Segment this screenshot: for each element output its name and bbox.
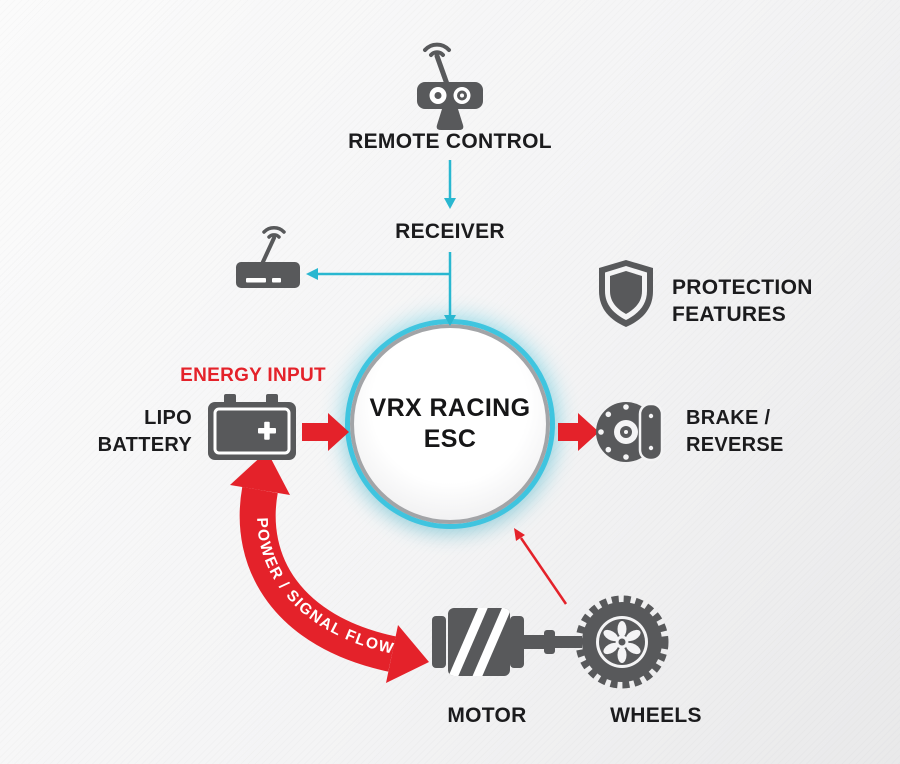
arrow-remote-to-receiver [444, 160, 456, 209]
brake-reverse-label: BRAKE / REVERSE [686, 407, 784, 456]
energy-input-label: ENERGY INPUT [180, 365, 326, 386]
receiver-icon [236, 226, 300, 288]
remote-control-label: REMOTE CONTROL [348, 130, 552, 153]
motor-icon [432, 608, 555, 676]
arrow-branch-to-receiver-icon [306, 268, 450, 280]
brake-disc-icon [596, 402, 664, 462]
protection-label: PROTECTION FEATURES [672, 276, 813, 326]
esc-node: VRX RACING ESC [350, 324, 550, 524]
remote-control-icon [417, 42, 483, 130]
arrow-power-flow: POWER / SIGNAL FLOW [230, 451, 429, 683]
shield-icon [599, 260, 653, 327]
arrow-esc-to-brake [558, 413, 599, 451]
arrow-battery-to-esc [302, 413, 349, 451]
arrow-motor-to-esc [514, 528, 568, 605]
battery-icon [208, 394, 296, 460]
lipo-battery-label: LIPO BATTERY [97, 407, 192, 456]
motor-label: MOTOR [447, 704, 527, 727]
motor-wheel-axle [548, 636, 582, 648]
arrow-receiver-to-esc [444, 252, 456, 326]
esc-label: VRX RACING ESC [369, 394, 531, 453]
wheel-icon [575, 595, 669, 689]
wheels-label: WHEELS [610, 704, 702, 727]
receiver-label: RECEIVER [395, 220, 505, 243]
